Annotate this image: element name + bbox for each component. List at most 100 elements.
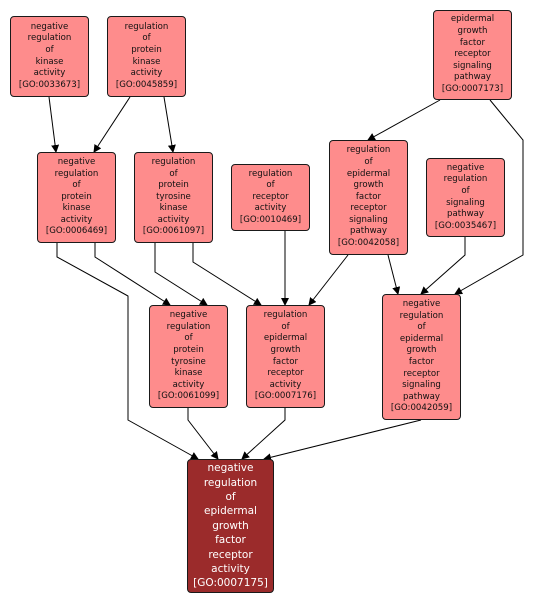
go-term-label-line: negative	[30, 21, 69, 32]
go-term-label-line: kinase	[62, 203, 91, 214]
go-term-label-line: factor	[272, 356, 299, 367]
go-term-label-line: receptor	[252, 191, 289, 202]
go-term-label-line: factor	[459, 37, 486, 48]
go-term-label-line: negative	[402, 299, 441, 310]
go-term-label-line: regulation	[151, 156, 196, 167]
go-term-label-line: negative	[446, 162, 485, 173]
go-term-label-line: activity	[211, 563, 250, 576]
go-term-label-line: regulation	[248, 168, 293, 179]
edge-GO0006469-to-GO0061099	[94, 243, 171, 306]
go-term-label-line: of	[225, 490, 236, 503]
edge-GO0007173-to-GO0042059	[454, 99, 524, 295]
go-term-label-line: negative	[57, 156, 96, 167]
go-term-label-line: factor	[215, 534, 246, 547]
go-term-label-line: activity	[60, 214, 93, 225]
edge-GO0042059-to-GO0007175	[263, 419, 422, 462]
go-term-label-line: pathway	[454, 72, 491, 83]
go-term-label-line: receptor	[403, 368, 440, 379]
go-term-label-line: receptor	[208, 548, 253, 561]
go-term-label-line: of	[364, 156, 373, 167]
go-term-label-line: regulation	[443, 174, 488, 185]
go-term-label-line: factor	[355, 191, 382, 202]
go-term-label-line: negative	[207, 462, 254, 475]
go-term-label-line: growth	[457, 26, 488, 37]
edge-GO0061099-to-GO0007175	[187, 408, 219, 460]
go-term-id: [GO:0045859]	[115, 79, 178, 90]
edge-GO0042058-to-GO0042059	[387, 254, 401, 295]
go-term-label-line: of	[281, 321, 290, 332]
go-term-label-line: regulation	[399, 310, 444, 321]
go-term-id: [GO:0061097]	[142, 226, 205, 237]
go-term-label-line: signaling	[402, 380, 441, 391]
go-term-label-line: of	[461, 185, 470, 196]
go-term-label-line: pathway	[447, 209, 484, 220]
go-term-label-line: activity	[172, 379, 205, 390]
go-term-label-line: protein	[61, 191, 92, 202]
go-term-label-line: growth	[406, 345, 437, 356]
go-term-id: [GO:0007176]	[254, 391, 317, 402]
edge-GO0045859-to-GO0061097	[163, 96, 176, 153]
edge-GO0061097-to-GO0061099	[154, 243, 208, 306]
edge-GO0035467-to-GO0042059	[420, 237, 466, 295]
go-term-label-line: regulation	[54, 168, 99, 179]
go-term-label-line: pathway	[403, 391, 440, 402]
go-term-label-line: negative	[169, 310, 208, 321]
go-term-label-line: of	[266, 180, 275, 191]
go-term-label-line: kinase	[132, 56, 161, 67]
go-term-label-line: receptor	[454, 49, 491, 60]
go-term-label-line: growth	[270, 344, 301, 355]
edge-GO0033673-to-GO0006469	[48, 96, 60, 153]
go-term-id: [GO:0042058]	[337, 238, 400, 249]
go-term-label-line: tyrosine	[156, 191, 191, 202]
go-term-id: [GO:0061099]	[157, 391, 220, 402]
go-term-id: [GO:0033673]	[18, 79, 81, 90]
go-term-label-line: protein	[131, 44, 162, 55]
go-term-label-line: of	[142, 33, 151, 44]
go-term-label-line: activity	[33, 68, 66, 79]
go-term-label-line: factor	[408, 357, 435, 367]
edge-GO0042058-to-GO0007176	[308, 254, 349, 306]
edge-GO0006469-to-GO0007175	[56, 243, 199, 460]
go-term-label-line: epidermal	[346, 168, 391, 179]
go-term-label-line: signaling	[349, 214, 388, 225]
go-term-label-line: protein	[173, 344, 204, 355]
go-term-label-line: regulation	[124, 21, 169, 32]
go-term-label-line: tyrosine	[171, 356, 206, 367]
go-term-label-line: regulation	[27, 33, 72, 44]
edge-GO0007176-to-GO0007175	[241, 408, 286, 460]
go-term-label-line: epidermal	[399, 333, 444, 344]
edge-GO0045859-to-GO0006469	[93, 96, 131, 153]
go-term-label-line: of	[169, 168, 178, 179]
go-term-label-line: growth	[353, 180, 384, 191]
go-term-label-line: signaling	[446, 197, 485, 208]
go-term-label-line: activity	[254, 203, 287, 214]
go-term-id: [GO:0006469]	[45, 226, 108, 237]
go-term-label-line: of	[72, 180, 81, 191]
go-term-label-line: regulation	[263, 310, 308, 321]
go-term-label-line: pathway	[350, 226, 387, 237]
go-term-label-line: kinase	[35, 56, 64, 67]
go-term-label-line: kinase	[174, 368, 203, 379]
go-term-id: [GO:0035467]	[434, 220, 497, 231]
go-term-label-line: kinase	[159, 203, 188, 214]
go-term-id: [GO:0007175]	[193, 577, 268, 590]
go-term-label-line: receptor	[267, 368, 304, 379]
go-term-label-line: epidermal	[263, 333, 308, 344]
go-term-label-line: epidermal	[204, 505, 257, 518]
go-term-label-line: of	[184, 333, 193, 344]
go-term-label-line: protein	[158, 180, 189, 191]
